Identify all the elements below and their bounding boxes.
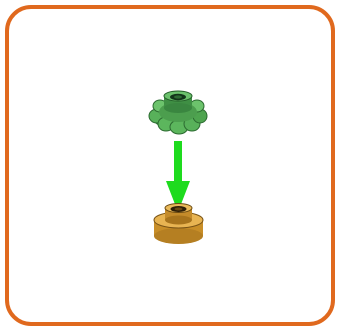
gold-round-plate-icon — [153, 203, 204, 244]
green-flower-plate-icon — [148, 90, 208, 135]
down-arrow-icon — [166, 141, 190, 212]
instruction-panel — [5, 5, 335, 326]
